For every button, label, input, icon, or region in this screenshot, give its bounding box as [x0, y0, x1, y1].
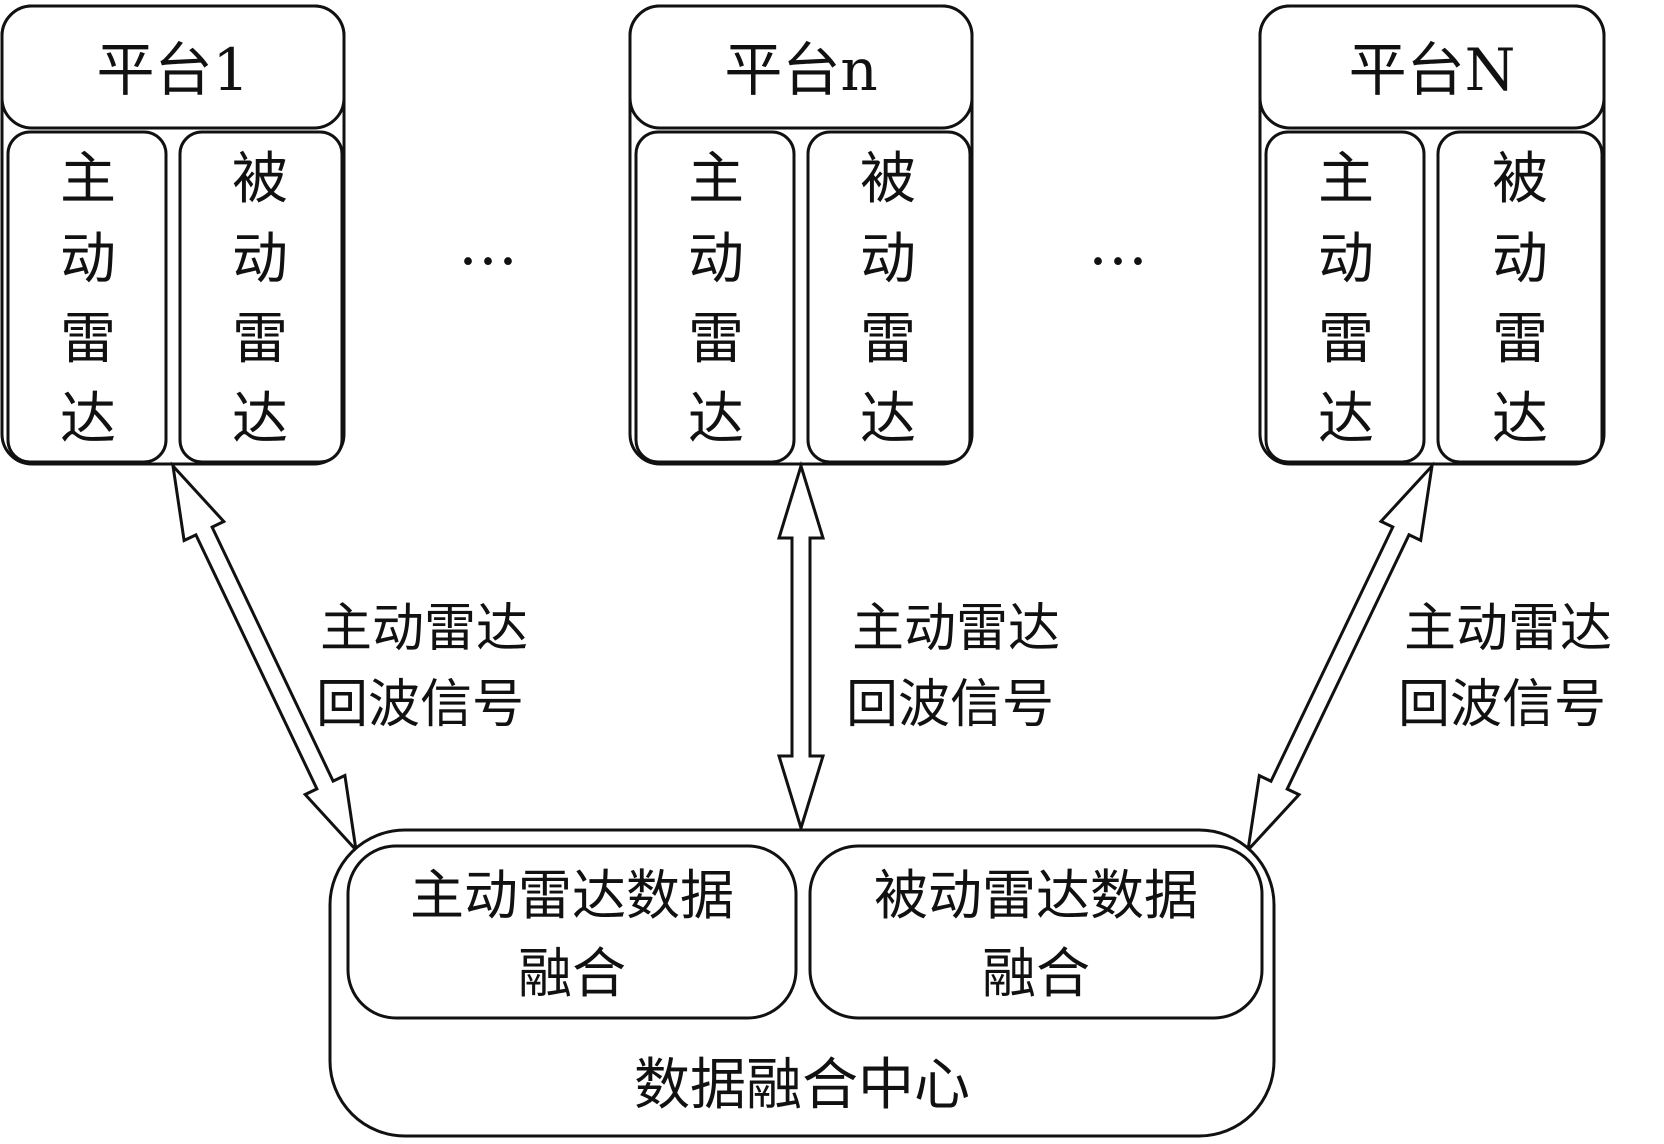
platform-n-active-char-1: 主 [688, 147, 744, 212]
ellipsis-right: … [1088, 209, 1148, 279]
platform-n-title-box [628, 4, 974, 130]
arrow-1-label-line-1: 主动雷达 [320, 599, 528, 659]
platform-1-passive-char-3: 雷 [232, 307, 288, 372]
platform-N-passive-char-3: 雷 [1492, 307, 1548, 372]
platform-n-active-char-3: 雷 [688, 307, 744, 372]
arrow-3-label-line-1: 主动雷达 [1404, 599, 1612, 659]
arrow-1-label-line-2: 回波信号 [316, 675, 524, 735]
platform-N-active-radar-box [1264, 130, 1426, 464]
arrow-2-label-line-2: 回波信号 [846, 675, 1054, 735]
platform-1-active-char-4: 达 [60, 387, 116, 452]
platform-n-active-char-2: 动 [688, 227, 744, 292]
arrow-3-label-line-2: 回波信号 [1398, 675, 1606, 735]
platform-1-title: 平台1 [97, 36, 250, 104]
double-arrow-platform-n [776, 460, 826, 834]
platform-N-passive-char-4: 达 [1492, 387, 1548, 452]
platform-n: 平台n 主 动 雷 达 被 动 雷 达 [628, 4, 974, 466]
platform-N: 平台N 主 动 雷 达 被 动 雷 达 [1258, 4, 1606, 466]
platform-n-passive-char-3: 雷 [860, 307, 916, 372]
platform-1-active-radar-box [6, 130, 168, 464]
ellipsis-left: … [458, 209, 518, 279]
platform-n-passive-radar-box [806, 130, 972, 464]
platform-1-passive-char-2: 动 [232, 227, 288, 292]
platform-1-title-box [0, 4, 346, 130]
data-fusion-center: 主动雷达数据 融合 被动雷达数据 融合 数据融合中心 [328, 828, 1276, 1138]
platform-n-passive-char-4: 达 [860, 387, 916, 452]
platform-N-active-char-4: 达 [1318, 387, 1374, 452]
platform-1-passive-char-1: 被 [232, 147, 288, 212]
platform-N-active-char-3: 雷 [1318, 307, 1374, 372]
platform-N-passive-char-2: 动 [1492, 227, 1548, 292]
passive-fusion-box [808, 844, 1264, 1020]
platform-1: 平台1 主 动 雷 达 被 动 雷 达 [0, 4, 346, 466]
active-fusion-label-line-2: 融合 [518, 942, 626, 1005]
platform-N-passive-radar-box [1436, 130, 1604, 464]
active-fusion-box [346, 844, 798, 1020]
fusion-center-title: 数据融合中心 [634, 1053, 970, 1118]
platform-N-title-box [1258, 4, 1606, 130]
platform-1-active-char-1: 主 [60, 147, 116, 212]
active-fusion-label-line-1: 主动雷达数据 [410, 864, 734, 927]
platform-n-active-radar-box [634, 130, 796, 464]
platform-1-passive-char-4: 达 [232, 387, 288, 452]
passive-fusion-label-line-1: 被动雷达数据 [874, 864, 1198, 927]
platform-1-active-char-3: 雷 [60, 307, 116, 372]
platform-n-passive-char-1: 被 [860, 147, 916, 212]
platform-n-active-char-4: 达 [688, 387, 744, 452]
platform-1-passive-radar-box [178, 130, 344, 464]
platform-n-passive-char-2: 动 [860, 227, 916, 292]
platform-N-title: 平台N [1349, 36, 1516, 104]
platform-n-title: 平台n [724, 36, 877, 104]
platform-N-passive-char-1: 被 [1492, 147, 1548, 212]
platform-1-active-char-2: 动 [60, 227, 116, 292]
platform-N-active-char-1: 主 [1318, 147, 1374, 212]
passive-fusion-label-line-2: 融合 [982, 942, 1090, 1005]
arrow-2-label-line-1: 主动雷达 [852, 599, 1060, 659]
platform-N-active-char-2: 动 [1318, 227, 1374, 292]
